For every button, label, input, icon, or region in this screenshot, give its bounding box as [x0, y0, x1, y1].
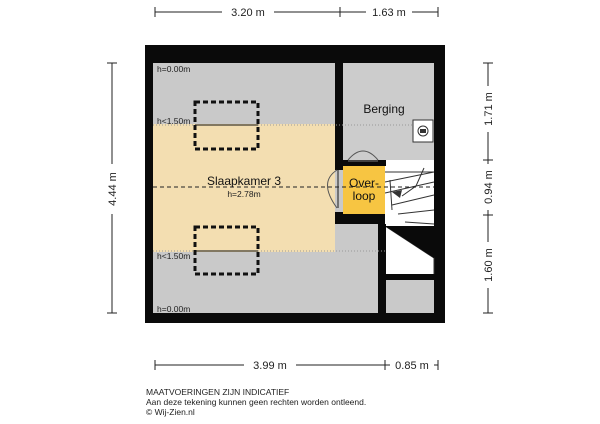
stairwell: [384, 160, 435, 279]
room-label-storage: Berging: [363, 102, 404, 116]
boiler-icon: [412, 119, 434, 143]
height-note-bottom: h=0.00m: [157, 304, 190, 314]
dimension-right-bottom: 1.60 m: [483, 248, 495, 282]
room-height-bedroom: h=2.78m: [227, 189, 260, 199]
height-lines: [153, 124, 434, 252]
dormer-window-bottom: [193, 225, 260, 276]
left-dimension: 4.44 m: [104, 62, 120, 314]
disclaimer-line-1: MAATVOERINGEN ZIJN INDICATIEF: [146, 387, 290, 397]
interior-walls: [335, 55, 437, 322]
room-label-landing-line2: loop: [353, 189, 376, 203]
dimension-top-right: 1.63 m: [372, 7, 406, 19]
dimension-bottom-right: 0.85 m: [395, 360, 429, 372]
top-dimension: 3.20 m 1.63 m: [154, 4, 439, 20]
height-note-lower-slope: h<1.50m: [157, 251, 190, 261]
storage-door: [347, 150, 379, 162]
room-label-bedroom: Slaapkamer 3: [207, 174, 281, 188]
bedroom-door: [327, 169, 339, 209]
room-label-landing-line1: Over-: [349, 176, 379, 190]
disclaimer-line-2: Aan deze tekening kunnen geen rechten wo…: [146, 397, 367, 407]
landing: [343, 166, 385, 214]
height-note-top: h=0.00m: [157, 64, 190, 74]
lower-right-area: [385, 278, 434, 313]
disclaimer: MAATVOERINGEN ZIJN INDICATIEF Aan deze t…: [146, 387, 366, 417]
height-note-upper-slope: h<1.50m: [157, 116, 190, 126]
dimension-left: 4.44 m: [107, 172, 119, 206]
dimension-right-top: 1.71 m: [483, 92, 495, 126]
storage-room: [343, 63, 434, 160]
disclaimer-copyright: © Wij-Zien.nl: [146, 407, 195, 417]
bedroom-floor: [153, 63, 385, 313]
right-dimension: 1.71 m 0.94 m 1.60 m: [480, 62, 496, 314]
dormer-window-top: [193, 100, 260, 151]
dimension-top-left: 3.20 m: [231, 7, 265, 19]
dimension-right-middle: 0.94 m: [483, 170, 495, 204]
bottom-dimension: 3.99 m 0.85 m: [154, 357, 439, 373]
dimension-bottom-left: 3.99 m: [253, 360, 287, 372]
